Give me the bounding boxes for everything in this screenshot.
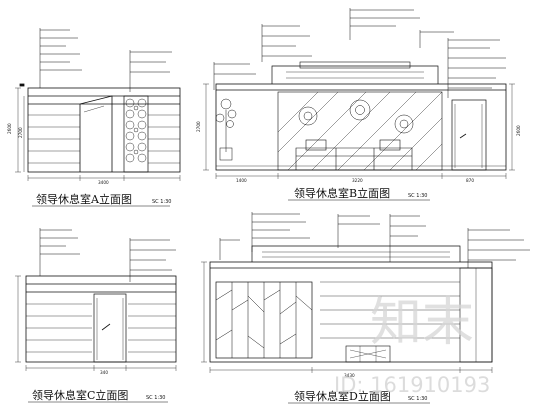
elevation-b-scale: SC 1:30 — [408, 193, 427, 199]
elevation-b-title: 领导休息室B立面图 — [294, 186, 390, 200]
elevation-a-height-dim-2: 2700 — [18, 127, 23, 138]
elevation-c-leaders — [39, 228, 176, 282]
elevation-b-sofa — [295, 139, 413, 170]
elevation-c-scale: SC 1:30 — [146, 395, 165, 401]
elevation-a-title: 领导休息室A立面图 — [36, 192, 132, 206]
elevation-b-dim-right: 870 — [466, 178, 474, 183]
elevation-d-cabinet-pattern — [349, 346, 387, 362]
elevation-a-height-dim-1: 2600 — [7, 123, 12, 134]
elevation-b — [203, 8, 515, 179]
elevation-b-leaders — [213, 8, 506, 98]
elevation-d-screen-panels — [215, 282, 313, 358]
elevation-c-title: 领导休息室C立面图 — [32, 388, 128, 402]
elevation-d-leaders — [219, 212, 530, 268]
watermark-logo: 知末 — [370, 293, 474, 353]
elevation-a-scale: SC 1:30 — [152, 199, 171, 205]
elevation-b-height-dim-1: 2700 — [196, 121, 201, 132]
elevation-d-title: 领导休息室D立面图 — [294, 389, 391, 403]
elevation-b-height-dim-2: 2600 — [516, 125, 521, 136]
elevation-b-medallions — [298, 99, 414, 134]
elevation-a-screen-pattern — [125, 98, 147, 163]
elevation-a — [15, 28, 181, 181]
elevation-d-width-dim: 3430 — [344, 373, 355, 378]
elevation-a-leaders — [39, 28, 172, 92]
watermark-id: ID: 161910193 — [334, 373, 490, 397]
elevation-a-width-dim: 3400 — [98, 180, 109, 185]
elevation-d — [201, 212, 530, 373]
elevation-b-panel-hatch — [277, 91, 443, 171]
elevation-c-width-dim: 340 — [100, 370, 108, 375]
elevation-b-plant — [215, 98, 237, 161]
elevation-c — [15, 228, 177, 371]
elevation-b-dim-mid: 3220 — [352, 178, 363, 183]
elevation-b-dim-left: 1400 — [236, 178, 247, 183]
elevation-d-scale: SC 1:30 — [408, 396, 427, 402]
